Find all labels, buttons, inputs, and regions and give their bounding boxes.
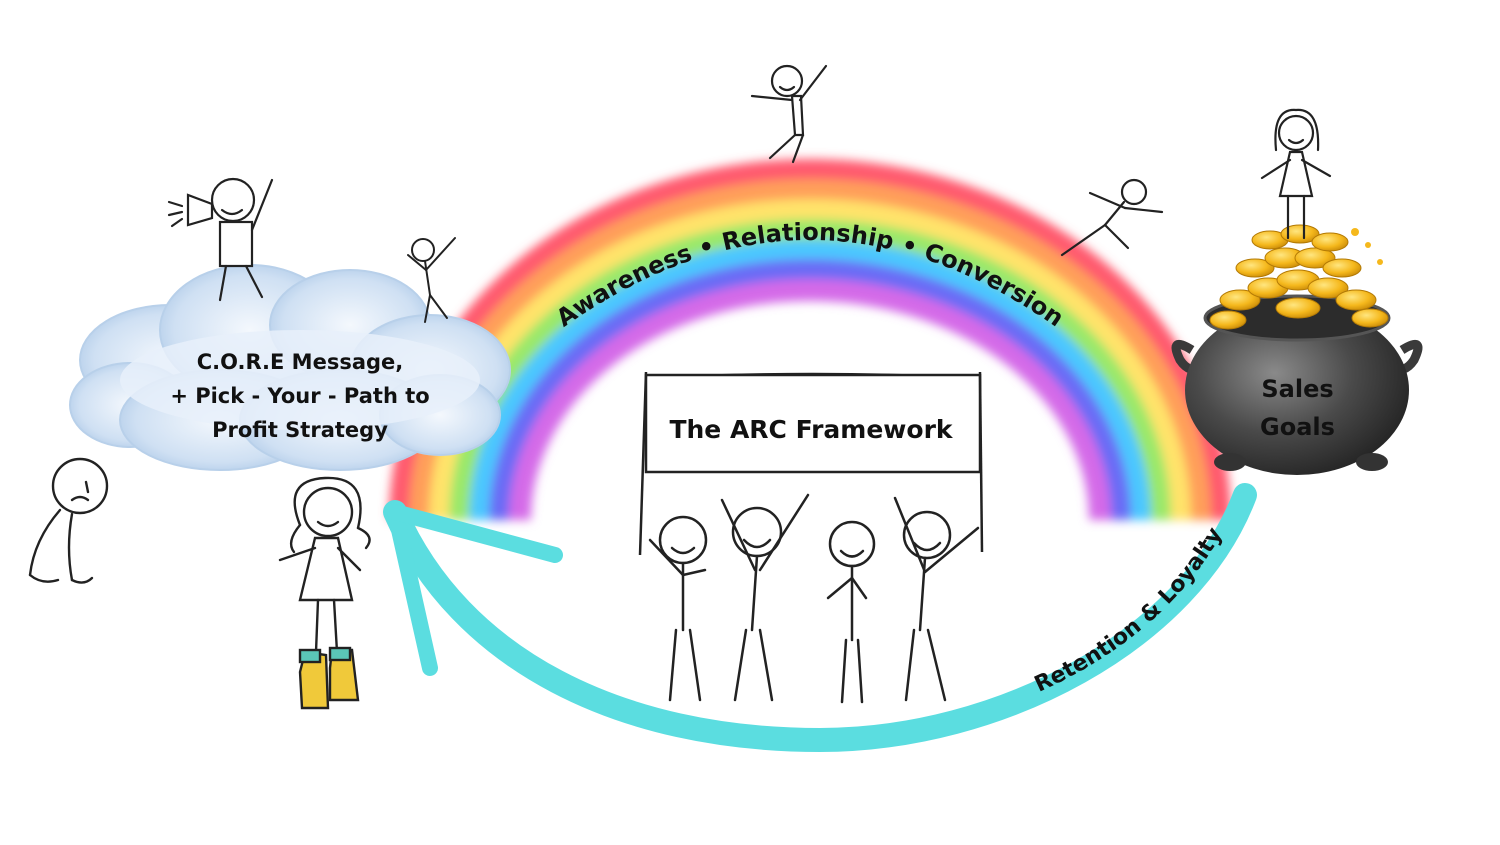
cloud-shape xyxy=(69,264,511,471)
rainbow-band-violet xyxy=(509,279,1111,521)
girl-with-sneakers-stick-figure-icon xyxy=(278,476,371,710)
retention-arrow xyxy=(383,483,1257,753)
cloud-text-line-3: Profit Strategy xyxy=(212,418,388,442)
pot-text-line-2: Goals xyxy=(1260,413,1335,441)
rainbow-band-blue xyxy=(469,239,1151,521)
pot-text-line-1: Sales xyxy=(1261,375,1334,403)
cloud-text-line-2: + Pick - Your - Path to xyxy=(170,384,430,408)
leaping-stick-figure-icon xyxy=(1060,178,1164,257)
megaphone-stick-figure-icon xyxy=(167,177,274,302)
arc-framework-banner xyxy=(638,371,984,556)
banner-team-stick-figures-icon xyxy=(648,493,980,704)
banner-title: The ARC Framework xyxy=(669,415,953,444)
retention-label: Retention & Loyalty xyxy=(1031,523,1228,697)
cloud-text: C.O.R.E Message, + Pick - Your - Path to… xyxy=(150,345,450,447)
cloud-text-line-1: C.O.R.E Message, xyxy=(196,350,404,374)
jumping-stick-figure-icon xyxy=(750,64,828,164)
pot-text: Sales Goals xyxy=(1235,370,1360,446)
pointing-stick-figure-icon xyxy=(407,237,456,323)
girl-on-pot-stick-figure-icon xyxy=(1260,108,1332,240)
sad-stick-figure-icon xyxy=(28,457,109,584)
pot-of-gold-icon xyxy=(1171,224,1423,475)
rainbow-band-indigo xyxy=(489,259,1131,521)
